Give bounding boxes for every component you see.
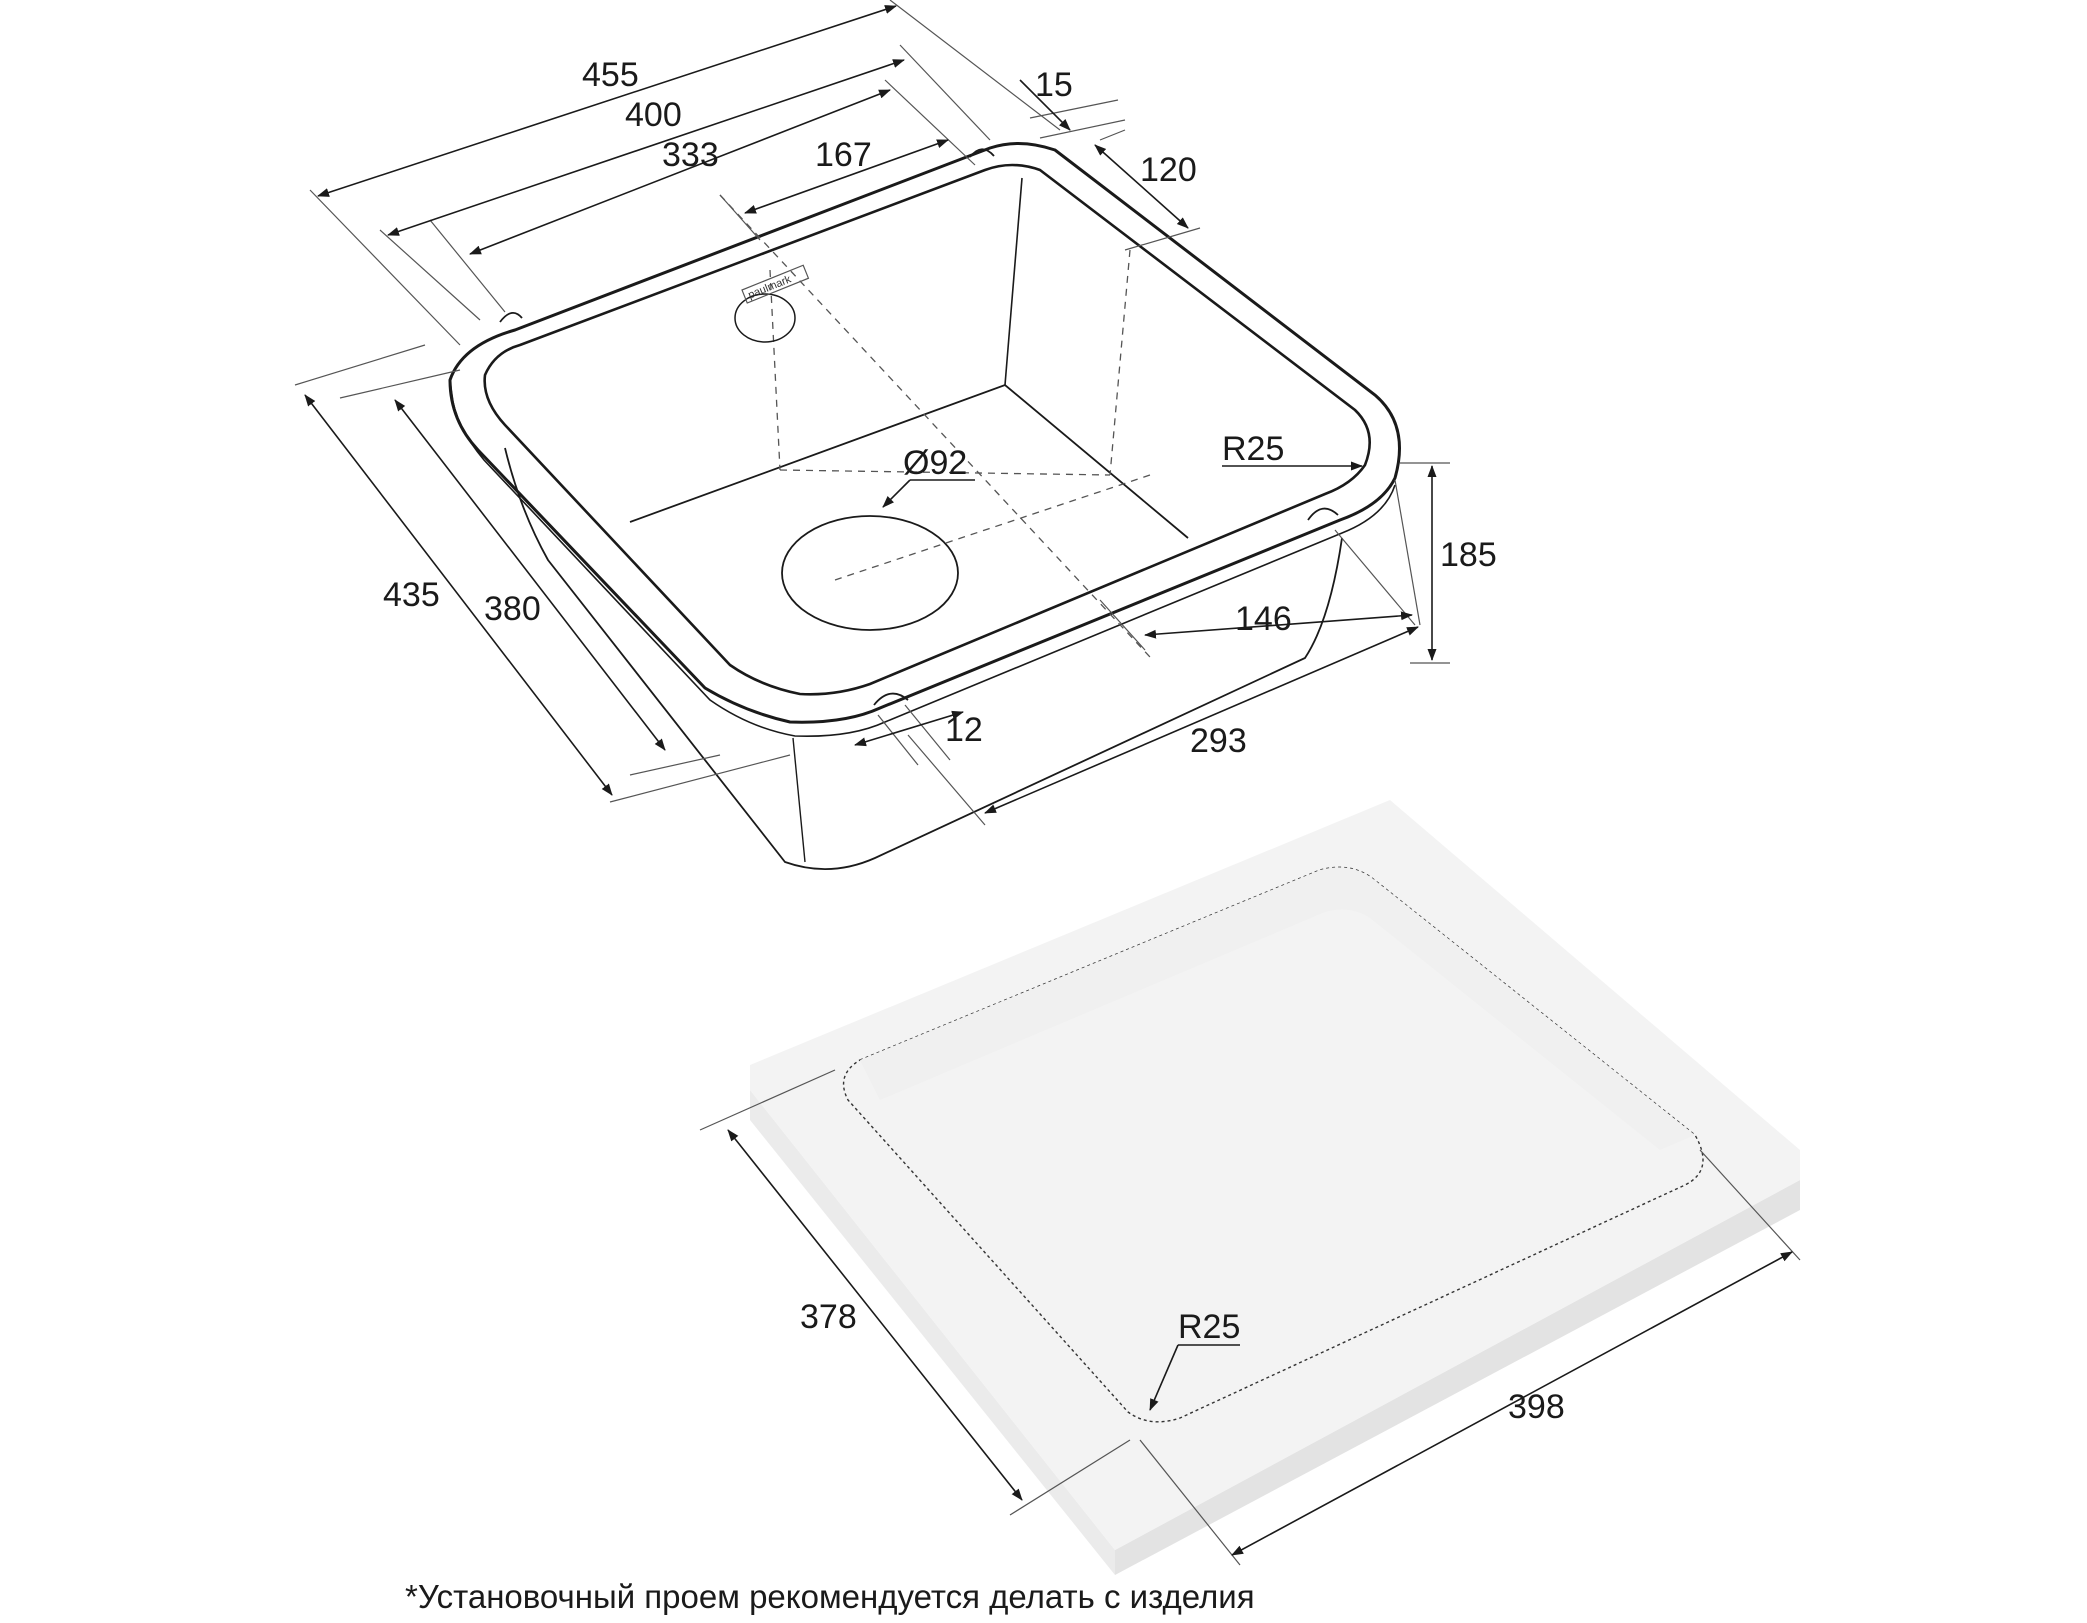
dim-cutout-radius: R25 [1178, 1308, 1240, 1346]
sink-drawing: paulmark [448, 141, 1401, 870]
dim-line-drain [882, 479, 911, 508]
sink-dimensions: 455 400 333 167 15 120 435 380 Ø92 [294, 0, 1497, 826]
dim-167: 167 [815, 136, 872, 174]
countertop-dimensions: 378 R25 398 [699, 1069, 1801, 1566]
sink-inner-opening [483, 163, 1371, 696]
dim-435: 435 [383, 576, 440, 614]
dim-line-120 [1094, 144, 1189, 229]
notch-right [1307, 507, 1339, 521]
centerline-1 [719, 194, 1151, 658]
sink-hidden-edge-2 [1109, 249, 1131, 476]
dim-line-378 [727, 1129, 1023, 1501]
notch-top [969, 148, 995, 158]
dim-corner-radius: R25 [1222, 430, 1284, 468]
dim-line-12 [854, 710, 964, 747]
dim-12: 12 [945, 711, 983, 749]
dim-cutout-length: 398 [1508, 1388, 1565, 1426]
dim-cutout-width: 378 [800, 1298, 857, 1336]
dim-line-398 [1231, 1251, 1793, 1556]
notch-front [873, 692, 909, 706]
dim-400: 400 [625, 96, 682, 134]
overflow-hole [734, 293, 796, 343]
dim-120: 120 [1140, 151, 1197, 189]
dim-line-435 [304, 394, 613, 796]
sink-hidden-edge-1 [769, 269, 781, 471]
dim-293: 293 [1190, 722, 1247, 760]
dim-line-cutout-r25 [1149, 1344, 1179, 1411]
countertop-drawing [750, 800, 1800, 1575]
dim-15: 15 [1035, 66, 1073, 104]
installation-note: *Установочный проем рекомендуется делать… [405, 1578, 1255, 1615]
dim-line-333 [469, 89, 891, 255]
sink-outer-rim [448, 141, 1401, 724]
brand-plate: paulmark [741, 264, 810, 304]
dim-line-455 [317, 5, 897, 197]
dim-line-167 [744, 139, 949, 214]
dim-146: 146 [1235, 600, 1292, 638]
notch-left [499, 312, 523, 323]
dim-depth: 185 [1440, 536, 1497, 574]
dim-380: 380 [484, 590, 541, 628]
sink-outer-body [504, 447, 1343, 870]
sink-inner-corner-edge [1004, 177, 1023, 386]
dim-line-293 [984, 626, 1419, 814]
dim-455: 455 [582, 56, 639, 94]
sink-front-corner-edge [792, 737, 806, 863]
dim-drain-diameter: Ø92 [903, 444, 967, 482]
dim-line-15 [1019, 79, 1071, 131]
drain-hole [781, 515, 959, 631]
dim-line-380 [394, 399, 666, 751]
sink-hidden-edge-3 [779, 469, 1111, 476]
dim-333: 333 [662, 136, 719, 174]
countertop-cutout-wall [860, 867, 1695, 1150]
centerline-2 [834, 474, 1151, 581]
